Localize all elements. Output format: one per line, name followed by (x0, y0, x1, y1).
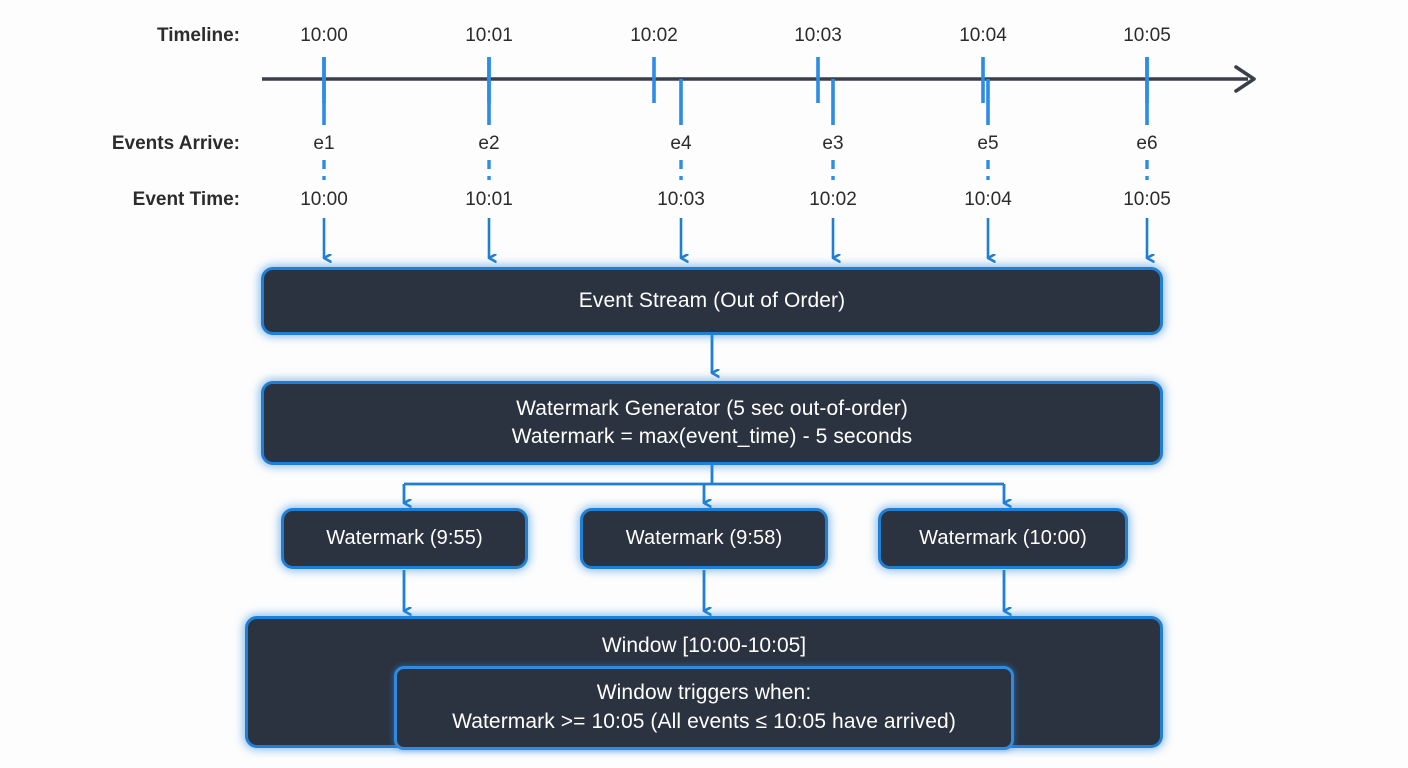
event-time-label: 10:01 (465, 189, 513, 210)
generator-fanout (402, 464, 1004, 503)
node-watermark-958: Watermark (9:58) (580, 508, 828, 569)
event-time-label: 10:03 (657, 189, 705, 210)
event-id-label: e2 (478, 133, 500, 154)
node-watermark-generator-line-1: Watermark Generator (5 sec out-of-order) (516, 396, 908, 420)
node-watermark-1000: Watermark (10:00) (878, 508, 1128, 569)
node-watermark-955: Watermark (9:55) (281, 508, 528, 569)
event-to-stream-arrows (324, 218, 1147, 258)
timeline-ticks (322, 57, 1149, 103)
node-watermark-generator: Watermark Generator (5 sec out-of-order)… (261, 381, 1163, 465)
row-label-timeline: Timeline: (156, 25, 240, 46)
row-label-events-arrive: Events Arrive: (111, 133, 240, 154)
timeline-tick-label: 10:02 (630, 25, 678, 46)
event-time-label: 10:00 (300, 189, 348, 210)
event-time-label: 10:02 (809, 189, 857, 210)
node-window: Window [10:00-10:05] Window triggers whe… (245, 616, 1163, 751)
event-arrival-markers (322, 57, 1149, 125)
node-event-stream: Event Stream (Out of Order) (261, 267, 1163, 335)
window-trigger-line-1: Window triggers when: (596, 681, 812, 705)
event-id-label: e1 (313, 133, 335, 154)
timeline-axis (262, 65, 1256, 93)
timeline-tick-label: 10:03 (794, 25, 842, 46)
node-window-title: Window [10:00-10:05] (601, 634, 807, 657)
event-id-label: e5 (977, 133, 999, 154)
timeline-arrowhead (1234, 65, 1256, 93)
event-id-label: e3 (822, 133, 844, 154)
timeline-tick-label: 10:01 (465, 25, 513, 46)
timeline-tick-label: 10:04 (959, 25, 1007, 46)
node-event-stream-label: Event Stream (Out of Order) (578, 288, 846, 312)
window-trigger-line-2: Watermark >= 10:05 (All events ≤ 10:05 h… (452, 710, 956, 734)
node-watermark-1000-label: Watermark (10:00) (919, 527, 1087, 550)
event-time-dashes (322, 160, 1149, 180)
window-trigger-box: Window triggers when: Watermark >= 10:05… (394, 666, 1014, 751)
node-watermark-generator-line-2: Watermark = max(event_time) - 5 seconds (511, 425, 913, 448)
event-id-label: e4 (670, 133, 692, 154)
row-label-event-time: Event Time: (132, 189, 240, 210)
node-watermark-955-label: Watermark (9:55) (326, 527, 483, 550)
event-time-label: 10:04 (964, 189, 1012, 210)
timeline-tick-label: 10:00 (300, 25, 348, 46)
event-time-label: 10:05 (1123, 189, 1171, 210)
timeline-tick-label: 10:05 (1123, 25, 1171, 46)
event-id-label: e6 (1136, 133, 1158, 154)
node-watermark-958-label: Watermark (9:58) (625, 527, 783, 550)
watermark-to-window-arrows (402, 570, 1004, 611)
